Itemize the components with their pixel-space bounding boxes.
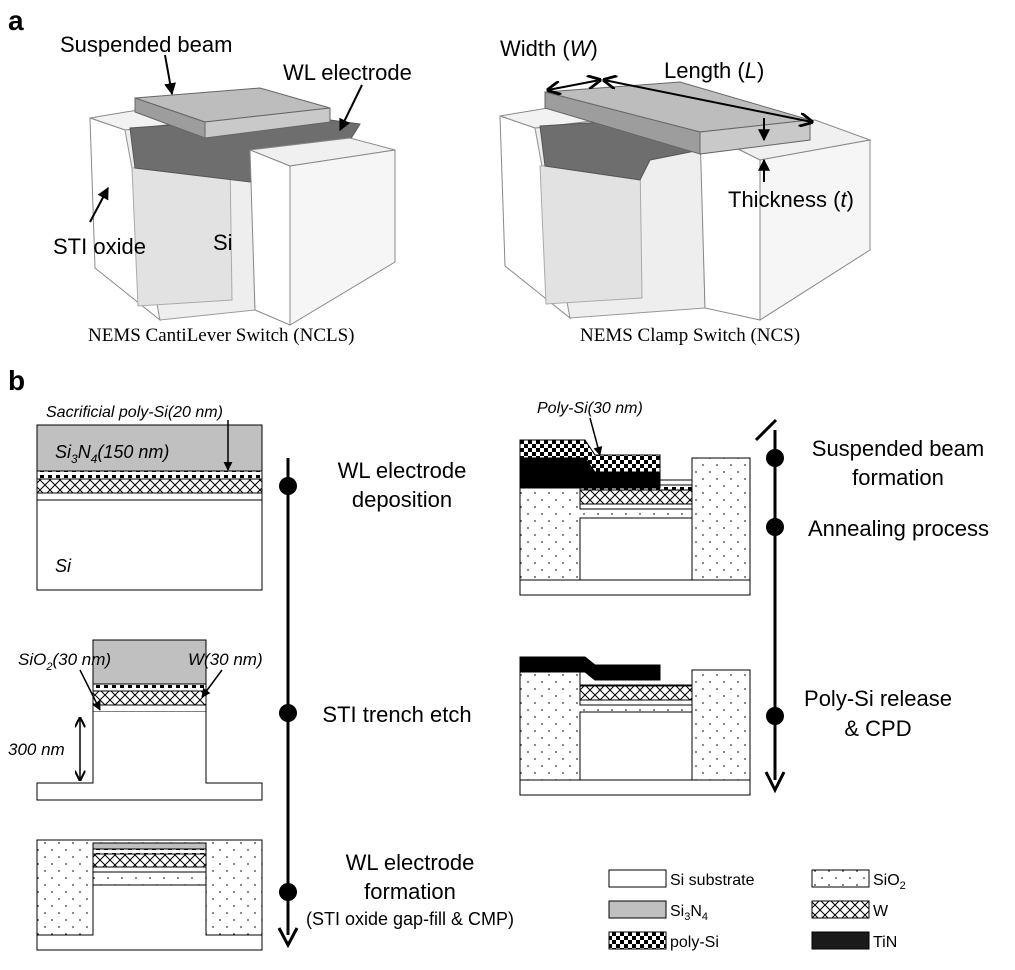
left-step-dot-3 [279, 883, 297, 901]
si-label-b: Si [55, 556, 72, 576]
left-step-dot-1 [279, 477, 297, 495]
legend-label-w: W [873, 903, 889, 920]
w30-label: W(30 nm) [188, 650, 263, 669]
legend-label-tin: TiN [873, 934, 897, 951]
step4-cross-section [520, 440, 750, 595]
step-sti-trench-etch: STI trench etch [322, 702, 471, 727]
depth-label: 300 nm [8, 740, 65, 759]
suspended-beam-label: Suspended beam [60, 32, 232, 57]
ncs-caption: NEMS Clamp Switch (NCS) [580, 325, 800, 346]
step-wl-formation-line2: formation [364, 879, 456, 904]
legend-label-si3n4: Si3N4 [670, 903, 708, 923]
legend-swatch-tin [812, 932, 869, 949]
ncls-caption: NEMS CantiLever Switch (NCLS) [88, 325, 355, 346]
legend-label-si-substrate: Si substrate [670, 872, 755, 889]
right-step-dot-1 [766, 449, 784, 467]
right-step-dot-3 [766, 707, 784, 725]
step-wl-deposition-line1: WL electrode [338, 458, 467, 483]
step5-cross-section [520, 657, 750, 795]
legend-label-sio2: SiO2 [873, 872, 906, 892]
legend-swatch-polysi [609, 932, 666, 949]
panel-a-label: a [8, 5, 24, 36]
step-polysi-release-line2: & CPD [844, 716, 911, 741]
sacrificial-label: Sacrificial poly-Si(20 nm) [46, 404, 223, 421]
legend-swatch-si3n4 [609, 901, 666, 918]
right-step-dot-2 [766, 518, 784, 536]
wl-electrode-label: WL electrode [283, 60, 412, 85]
ncls-device [90, 88, 395, 325]
step-suspended-beam-line1: Suspended beam [812, 436, 984, 461]
legend-swatch-sio2 [812, 870, 869, 887]
step3-cross-section [37, 840, 262, 950]
step-wl-formation-line1: WL electrode [346, 850, 475, 875]
step-polysi-release-line1: Poly-Si release [804, 686, 952, 711]
polysi30-label: Poly-Si(30 nm) [537, 400, 643, 417]
sti-oxide-label: STI oxide [53, 234, 146, 259]
legend-swatch-w [812, 901, 869, 918]
step-annealing: Annealing process [808, 516, 989, 541]
right-timeline-tick [756, 420, 776, 440]
step-suspended-beam-line2: formation [852, 465, 944, 490]
step-wl-deposition-line2: deposition [352, 487, 452, 512]
left-step-dot-2 [279, 704, 297, 722]
legend: Si substrate SiO2 Si3N4 W poly-Si TiN [609, 870, 906, 951]
width-label: Width (W) [500, 36, 598, 61]
step-wl-formation-line3: (STI oxide gap-fill & CMP) [306, 909, 514, 929]
thickness-label: Thickness (t) [728, 187, 854, 212]
length-label: Length (L) [664, 58, 764, 83]
suspended-beam-pointer [165, 55, 172, 94]
legend-label-polysi: poly-Si [670, 934, 719, 951]
legend-swatch-si-substrate [609, 870, 666, 887]
si-label-a: Si [213, 230, 233, 255]
panel-b-label: b [8, 365, 25, 396]
